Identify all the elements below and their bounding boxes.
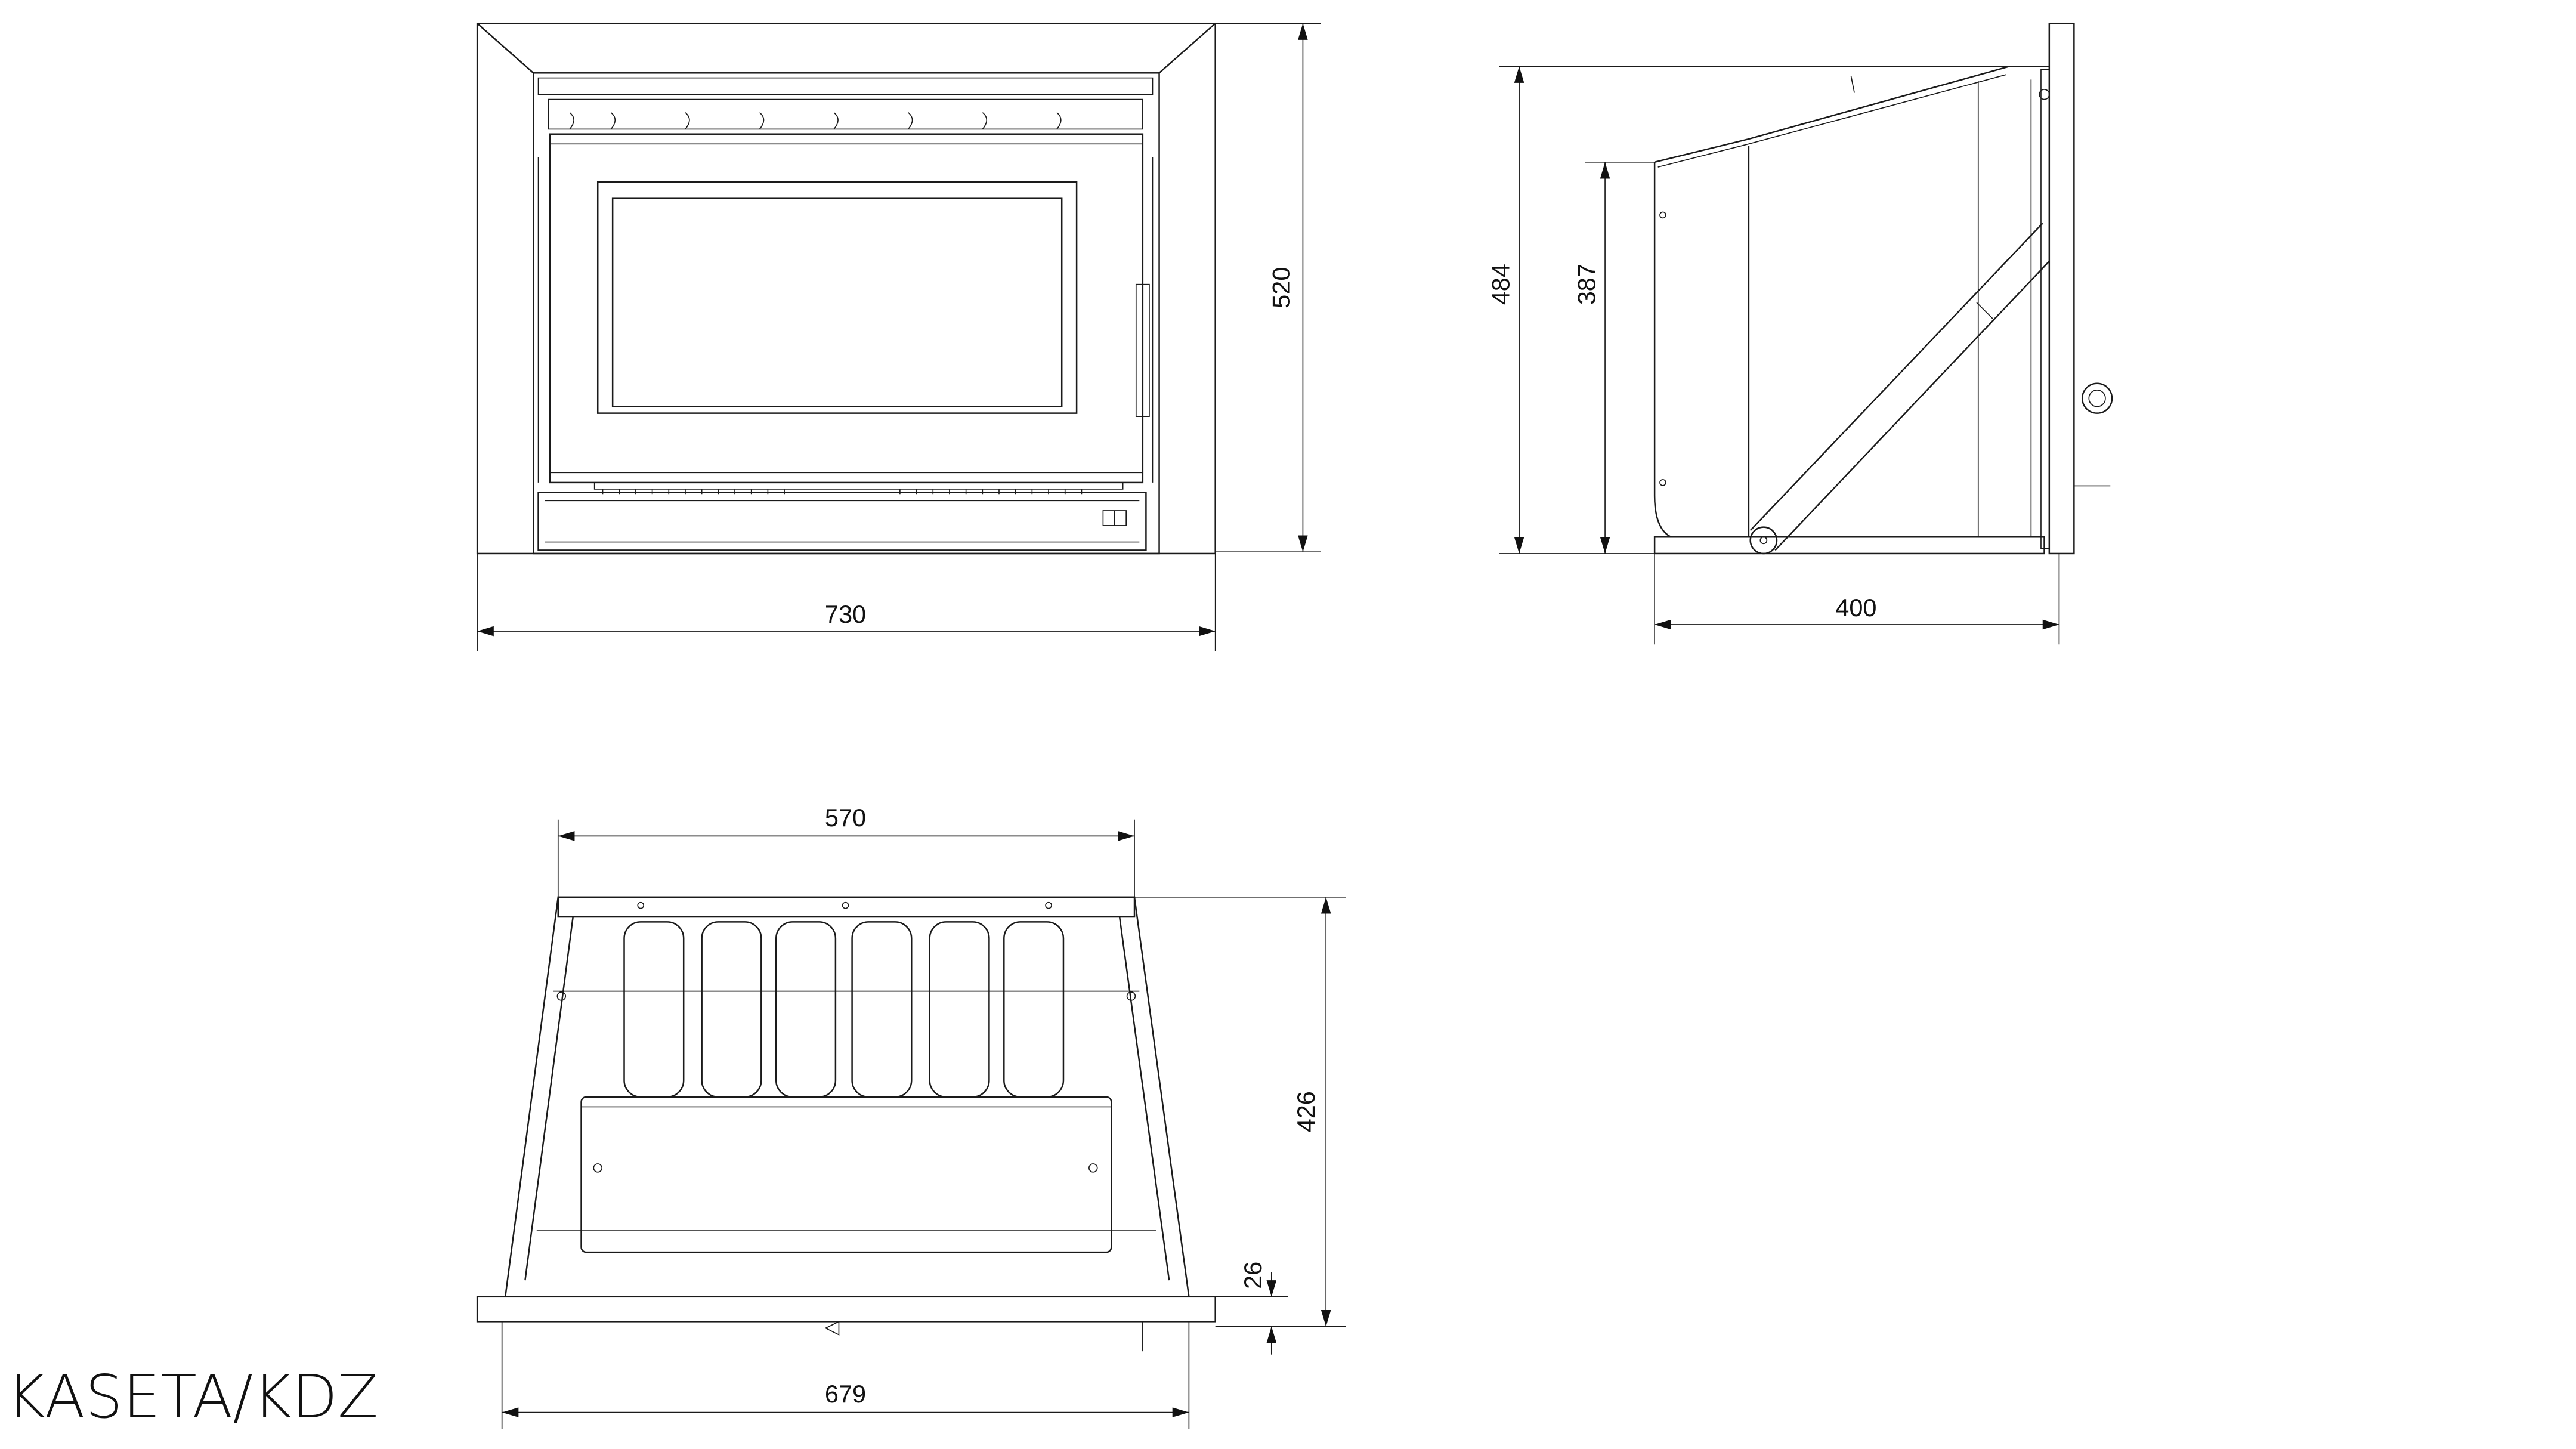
dimension-520: 520 [1215,23,1321,553]
height-label: 520 [1267,267,1295,308]
baffle-tubes [623,921,1065,1098]
plate-label: 26 [1239,1262,1267,1289]
width-label: 730 [825,600,866,628]
dimension-426: 426 [1134,896,1346,1327]
glass-frame [596,181,1078,414]
top-view [476,896,1216,1352]
ash-drawer [537,492,1147,551]
dimension-730: 730 [477,553,1216,651]
ring [2081,382,2113,414]
dimension-679: 679 [501,1321,1190,1429]
door-handle [1135,283,1150,417]
front-deflector [580,1096,1112,1253]
dimension-26: 26 [1215,1262,1288,1355]
dimension-400: 400 [1654,553,2060,645]
front-view [476,22,1216,555]
depth-label: 400 [1835,594,1876,622]
dimension-570: 570 [557,804,1135,897]
side-view [1653,22,2113,555]
model-title: KASETA/KDZ [7,1362,378,1432]
glass [611,197,1063,407]
base-plate [476,1296,1216,1323]
outer-width-label: 679 [825,1380,866,1408]
inner-width-label: 570 [825,804,866,832]
depth-label: 426 [1292,1091,1320,1132]
inner-height-label: 387 [1572,264,1600,305]
height-label: 484 [1486,264,1514,305]
dimension-387: 387 [1572,161,1655,554]
dimension-484: 484 [1486,66,2049,554]
